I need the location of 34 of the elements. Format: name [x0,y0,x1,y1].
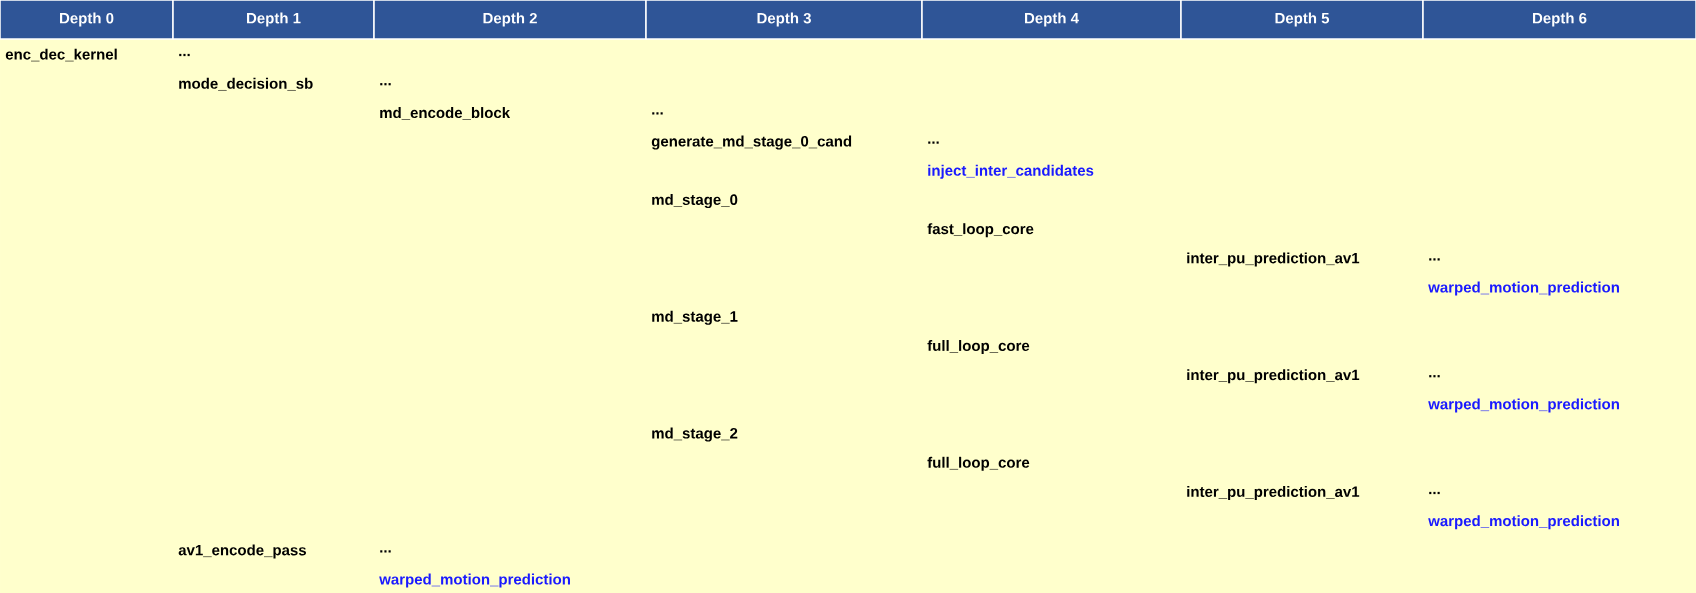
cell-text: av1_encode_pass [178,544,306,559]
header-cell: Depth 0 [0,0,174,40]
cell-text: ... [380,550,391,553]
cell-text: md_encode_block [380,107,511,120]
cell-text: ... [380,83,391,86]
header-cell: Depth 4 [921,0,1182,40]
cell-text: full_loop_core [927,456,1030,471]
cell-text: inter_pu_prediction_av1 [1187,486,1360,500]
cell-text: md_stage_1 [652,310,738,325]
cell-text: ... [1429,491,1440,495]
cell-text: fast_loop_core [927,223,1034,238]
cell-text: ... [1429,258,1440,261]
cell-text: inter_pu_prediction_av1 [1187,252,1360,267]
cell-text: inter_pu_prediction_av1 [1187,369,1360,384]
cell-text: ... [179,53,190,57]
cell-text: ... [652,112,663,115]
cell-text: warped_motion_prediction [1428,281,1619,296]
header-cell: Depth 3 [645,0,923,40]
header-cell: Depth 5 [1180,0,1424,40]
header-cell: Depth 2 [373,0,647,40]
cell-text: warped_motion_prediction [379,573,570,588]
cell-text: warped_motion_prediction [1428,515,1619,530]
cell-text: md_stage_0 [652,193,738,208]
cell-text: full_loop_core [927,340,1030,354]
cell-text: inject_inter_candidates [928,164,1094,179]
cell-text: warped_motion_prediction [1428,398,1619,413]
cell-text: enc_dec_kernel [5,48,117,62]
cell-text: mode_decision_sb [179,77,313,91]
header-cell: Depth 1 [172,0,375,40]
header-cell: Depth 6 [1422,0,1696,40]
cell-text: generate_md_stage_0_cand [651,135,852,150]
cell-text: ... [1429,375,1440,378]
cell-text: ... [928,141,939,144]
cell-text: md_stage_2 [652,427,738,442]
